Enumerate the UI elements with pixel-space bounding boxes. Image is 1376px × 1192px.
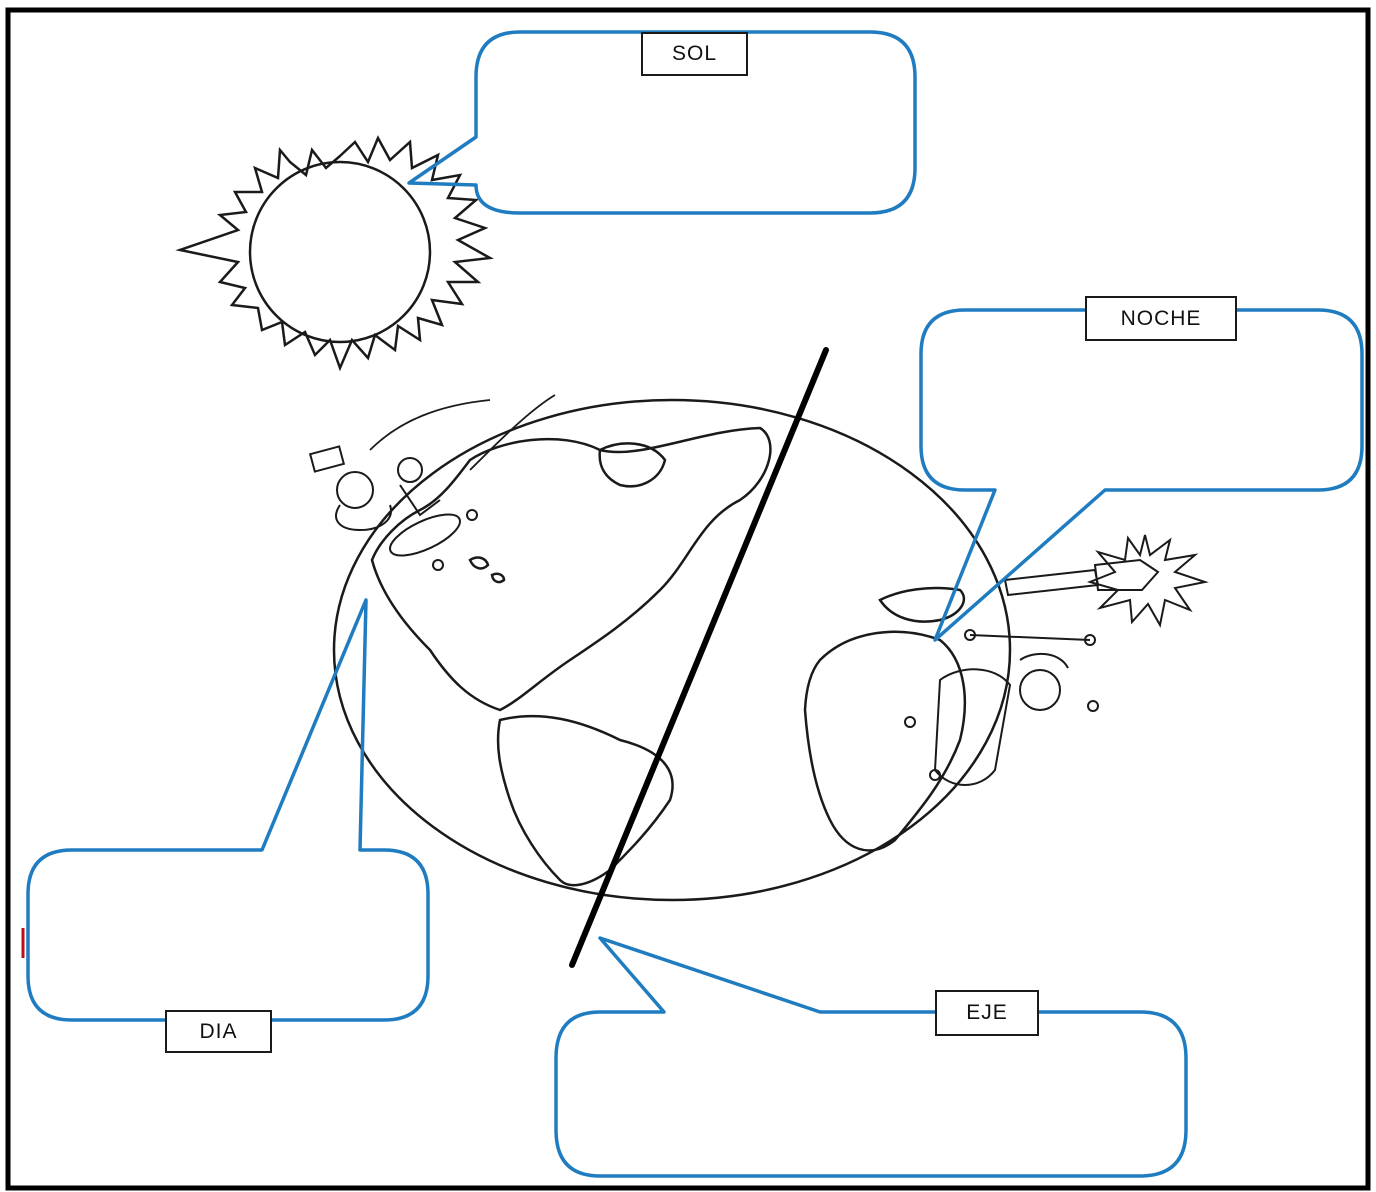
label-dia: DIA <box>165 1010 272 1053</box>
page-frame <box>5 7 1371 1191</box>
continent-south-america <box>496 714 674 887</box>
continent-greenland <box>598 442 667 488</box>
label-sol: SOL <box>641 32 748 76</box>
callout-dia <box>26 598 430 1022</box>
cartoon-figure-right <box>904 558 1160 786</box>
cartoon-figure-left <box>308 445 478 571</box>
continent-north-america <box>370 426 772 712</box>
continent-europe <box>878 586 966 623</box>
earth-globe <box>332 394 1012 902</box>
earth-axis-line <box>569 347 829 968</box>
continent-africa <box>803 630 966 852</box>
eje-answer-area[interactable] <box>572 1042 1170 1164</box>
star-icon <box>1086 534 1209 628</box>
dia-answer-area[interactable] <box>42 864 412 1004</box>
label-eje: EJE <box>935 990 1039 1036</box>
noche-answer-area[interactable] <box>935 348 1345 473</box>
sol-answer-area[interactable] <box>490 82 900 200</box>
label-noche: NOCHE <box>1085 296 1237 341</box>
callout-noche <box>919 308 1364 642</box>
callout-eje <box>554 936 1188 1178</box>
sun-icon <box>175 135 494 372</box>
callout-sol <box>407 30 917 215</box>
